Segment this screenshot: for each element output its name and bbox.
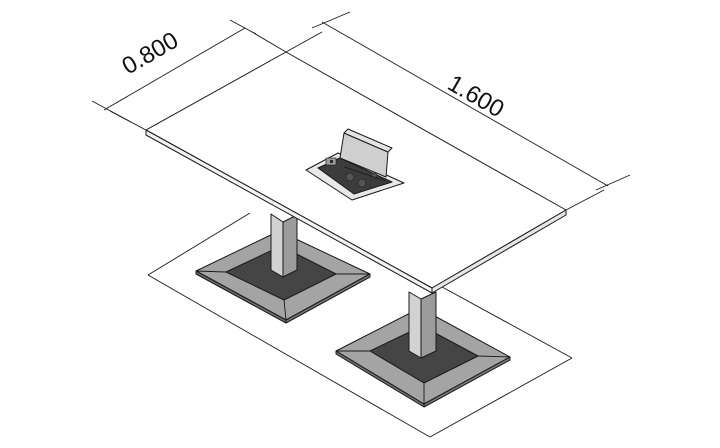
right-column [408, 291, 437, 359]
depth-dimension-label: 0.800 [117, 27, 183, 80]
left-column [270, 213, 298, 278]
width-dimension-label: 1.600 [443, 70, 509, 123]
floor-footprint [147, 212, 573, 438]
cable-port-box-icon [305, 128, 405, 201]
